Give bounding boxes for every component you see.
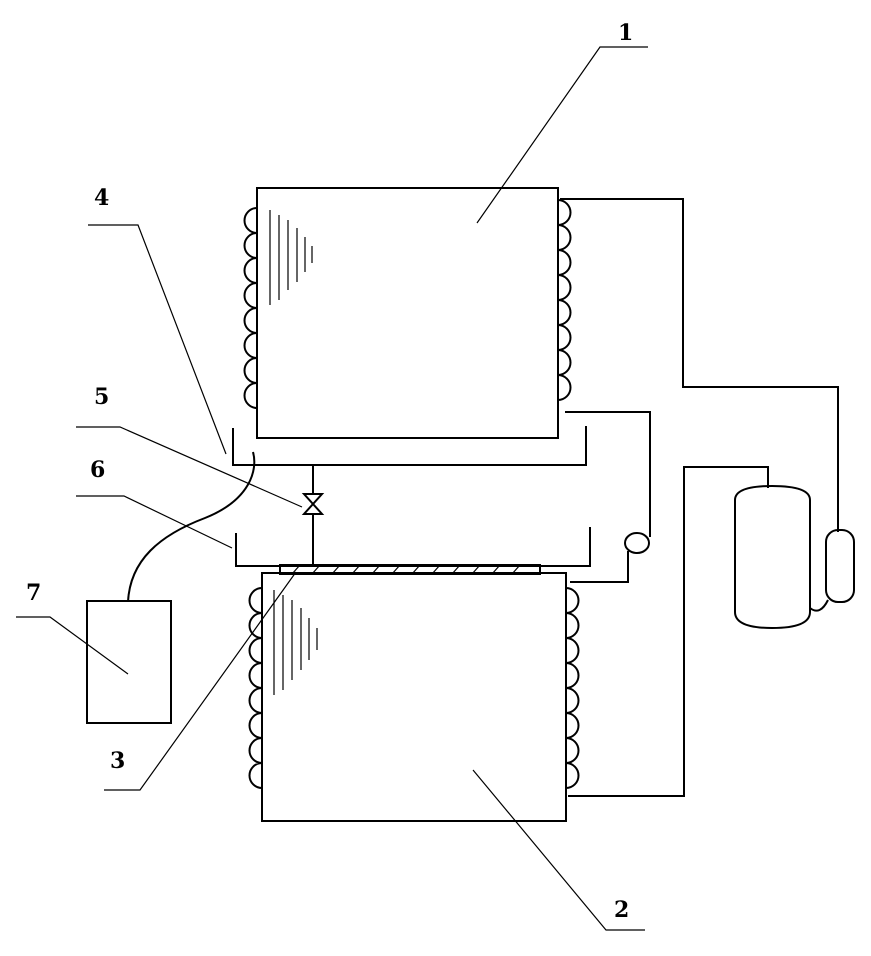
- compressor-icon: [734, 484, 811, 630]
- lower-drip-tray: [235, 527, 591, 567]
- water-container: [86, 600, 172, 724]
- coil-tube: [243, 207, 258, 409]
- lower-compartment: [261, 572, 567, 822]
- coil-tube: [565, 587, 580, 789]
- drain-hose: [127, 451, 256, 603]
- accumulator-icon: [809, 529, 855, 612]
- lower-right-evaporator-coil: [565, 587, 580, 789]
- coil-tube: [557, 199, 572, 401]
- refrigerant-pipe-suction: [560, 198, 839, 532]
- label-2: 2: [614, 897, 629, 923]
- leader-lines: [16, 46, 648, 931]
- coil-tube: [248, 587, 263, 789]
- upper-drip-tray: [232, 426, 587, 466]
- lower-left-condenser-coil: [248, 587, 263, 789]
- label-7: 7: [26, 580, 41, 606]
- label-1: 1: [618, 20, 633, 46]
- upper-compartment: [256, 187, 559, 439]
- label-5: 5: [94, 384, 109, 410]
- label-6: 6: [90, 457, 105, 483]
- heater-strip: [279, 564, 541, 575]
- drain-valve-icon: [301, 493, 325, 515]
- upper-right-evaporator-coil: [557, 199, 572, 401]
- label-3: 3: [110, 748, 125, 774]
- refrigerant-pipe-capillary: [565, 411, 651, 583]
- refrigerant-pipe-discharge: [568, 466, 769, 797]
- label-4: 4: [94, 185, 109, 211]
- upper-left-condenser-coil: [243, 207, 258, 409]
